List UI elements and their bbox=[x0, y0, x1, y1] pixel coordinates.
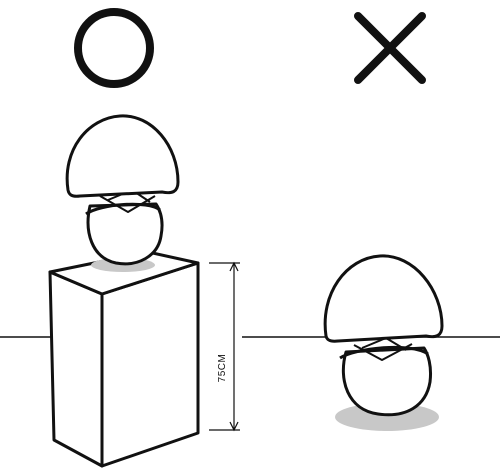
pedestal bbox=[48, 250, 200, 468]
speaker-on-pedestal bbox=[65, 114, 180, 266]
circle-correct-icon bbox=[74, 8, 154, 88]
height-dimension-line bbox=[209, 261, 240, 432]
cross-incorrect-icon bbox=[354, 12, 426, 84]
speaker-on-floor bbox=[323, 254, 444, 417]
height-dimension-label: 75CM bbox=[217, 354, 228, 383]
